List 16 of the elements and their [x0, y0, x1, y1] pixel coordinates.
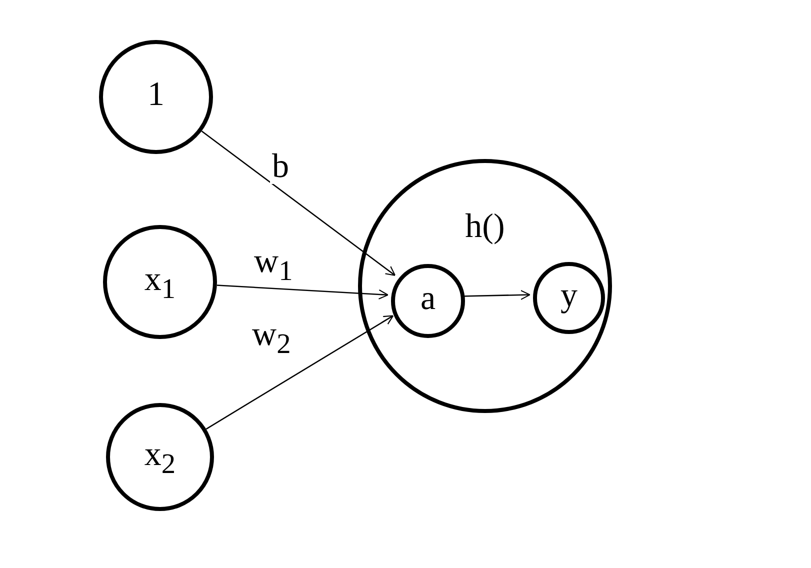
circle-node	[358, 159, 612, 413]
edge-label: b	[270, 150, 291, 184]
node-label: y	[560, 279, 578, 313]
node-label: a	[419, 282, 437, 316]
node-label: x$_{1}$	[143, 263, 177, 304]
arrow	[201, 130, 396, 276]
arrow	[206, 315, 394, 430]
node-label: 1	[146, 78, 166, 112]
node-label: h()	[464, 210, 506, 244]
node-label: x$_{2}$	[143, 438, 177, 480]
circle-node	[106, 403, 214, 511]
circle-node	[533, 262, 605, 334]
circle-node	[99, 40, 213, 154]
arrow	[216, 284, 388, 300]
circle-node	[103, 225, 217, 339]
circle-node	[391, 264, 465, 338]
